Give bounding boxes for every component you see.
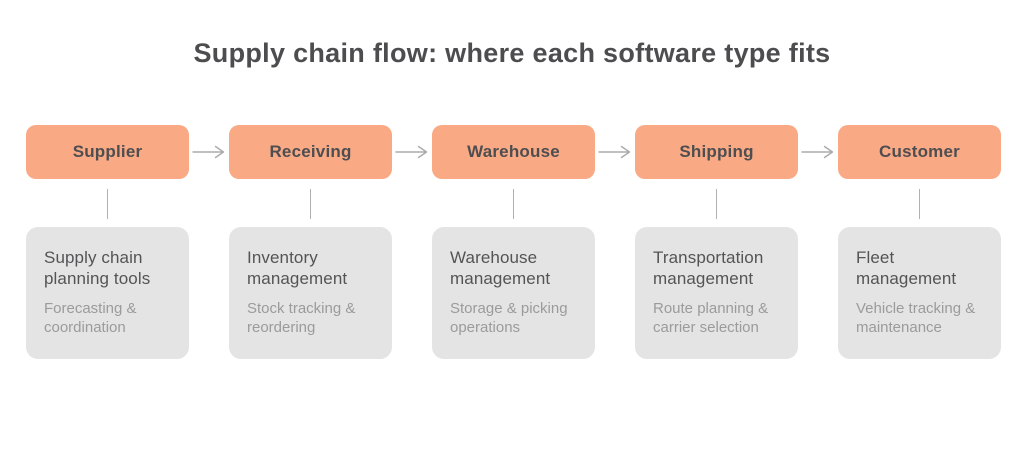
card-subtitle: Stock tracking & reordering xyxy=(247,299,356,336)
right-arrow-icon xyxy=(189,145,229,159)
card-heading: Fleet management xyxy=(856,248,957,288)
connector-line xyxy=(26,179,189,227)
stage-box-shipping: Shipping xyxy=(635,125,798,179)
stage-label: Warehouse xyxy=(467,142,560,161)
connector-line xyxy=(432,179,595,227)
card-heading: Warehouse management xyxy=(450,248,551,288)
stage-row: Supplier Receiving Warehouse Shipping Cu… xyxy=(0,125,1024,179)
software-card-inventory-management: Inventory management Stock tracking & re… xyxy=(229,227,392,359)
card-subtitle: Forecasting & coordination xyxy=(44,299,137,336)
card-subtitle: Route planning & carrier selection xyxy=(653,299,769,336)
connector-line xyxy=(635,179,798,227)
stage-box-receiving: Receiving xyxy=(229,125,392,179)
stage-label: Shipping xyxy=(679,142,754,161)
card-row: Supply chain planning tools Forecasting … xyxy=(0,227,1024,359)
right-arrow-icon xyxy=(595,145,635,159)
software-card-supply-chain-planning: Supply chain planning tools Forecasting … xyxy=(26,227,189,359)
card-subtitle: Vehicle tracking & maintenance xyxy=(856,299,976,336)
stage-box-supplier: Supplier xyxy=(26,125,189,179)
stage-label: Receiving xyxy=(269,142,352,161)
software-card-warehouse-management: Warehouse management Storage & picking o… xyxy=(432,227,595,359)
card-heading: Transportation management xyxy=(653,248,764,288)
right-arrow-icon xyxy=(392,145,432,159)
supply-chain-flow-diagram: Supply chain flow: where each software t… xyxy=(0,38,1024,465)
card-heading: Supply chain planning tools xyxy=(44,248,151,288)
card-heading: Inventory management xyxy=(247,248,348,288)
connector-row xyxy=(0,179,1024,227)
page-title: Supply chain flow: where each software t… xyxy=(193,38,831,68)
stage-label: Supplier xyxy=(72,142,143,161)
connector-line xyxy=(229,179,392,227)
stage-box-customer: Customer xyxy=(838,125,1001,179)
right-arrow-icon xyxy=(798,145,838,159)
card-subtitle: Storage & picking operations xyxy=(450,299,568,336)
stage-label: Customer xyxy=(879,142,960,161)
software-card-fleet-management: Fleet management Vehicle tracking & main… xyxy=(838,227,1001,359)
connector-line xyxy=(838,179,1001,227)
stage-box-warehouse: Warehouse xyxy=(432,125,595,179)
software-card-transportation-management: Transportation management Route planning… xyxy=(635,227,798,359)
